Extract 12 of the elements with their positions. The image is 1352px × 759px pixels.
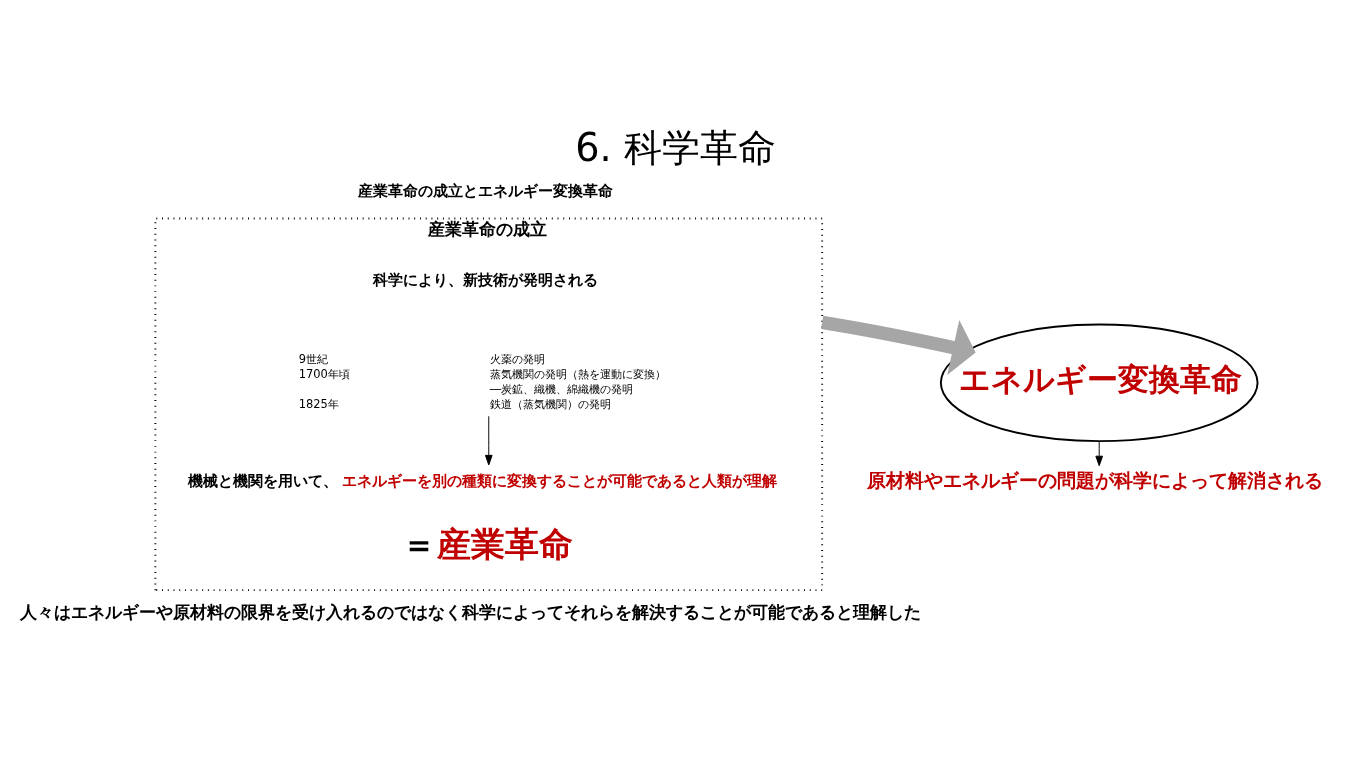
label: 産業革命の成立とエネルギー変換革命 <box>358 182 614 201</box>
diagram-title: 6. 科学革命 <box>575 126 776 171</box>
node-text: 原材料やエネルギーの問題が科学によって解消される <box>866 468 1323 492</box>
node-ellipse: エネルギー変換革命 <box>939 323 1259 443</box>
arrow <box>821 315 976 375</box>
arrow <box>484 415 493 466</box>
caption: 人々はエネルギーや原材料の限界を受け入れるのではなく科学によってそれらを解決することが可能であると理解した <box>20 602 922 623</box>
node-text: 9世紀 火薬の発明 1700年頃 蒸気機関の発明（熱を運動に変換） ―炭鉱、織機、綿織機の発明 1825年 鉄道（蒸気機関）の発明 <box>298 352 666 412</box>
node-text: 機械と機関を用いて、 エネルギーを別の種類に変換することが可能であると人類が理解 <box>187 471 777 490</box>
arrow <box>1095 440 1103 467</box>
node-text: 科学により、新技術が発明される <box>373 271 599 290</box>
node-text: ＝産業革命 <box>401 523 574 564</box>
